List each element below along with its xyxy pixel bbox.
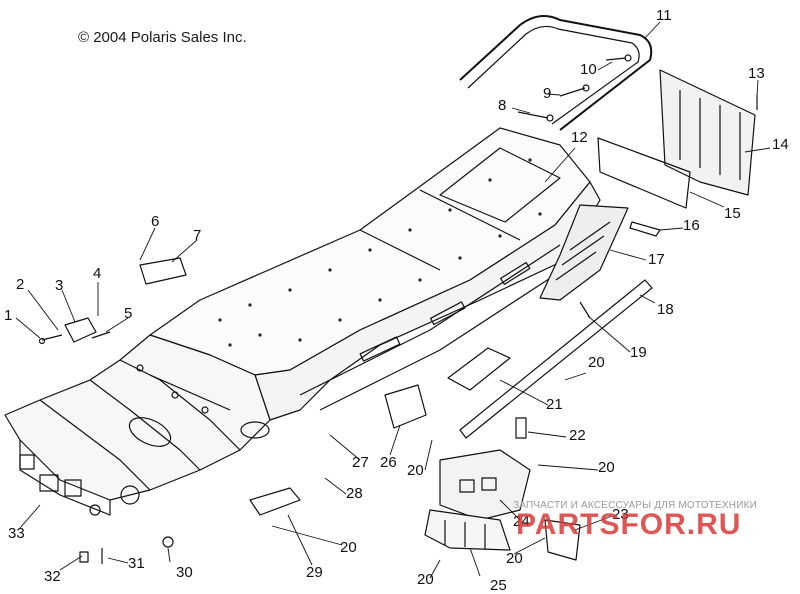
callout-20-a[interactable]: 20 <box>588 354 605 371</box>
mount-26 <box>384 384 427 429</box>
callout-13[interactable]: 13 <box>748 65 765 82</box>
callout-8[interactable]: 8 <box>498 97 507 114</box>
rod-18 <box>459 279 653 439</box>
callout-16[interactable]: 16 <box>683 217 700 234</box>
skid-plate <box>424 509 511 551</box>
callout-14[interactable]: 14 <box>772 136 789 153</box>
front-guard <box>439 449 531 521</box>
leader-lines <box>15 21 771 579</box>
pin-19 <box>579 301 591 319</box>
callout-7[interactable]: 7 <box>193 227 202 244</box>
callout-15[interactable]: 15 <box>724 205 741 222</box>
bracket-7 <box>139 257 187 285</box>
watermark-caption: ЗАПЧАСТИ И АКСЕССУАРЫ ДЛЯ МОТОТЕХНИКИ <box>513 500 758 511</box>
callout-22[interactable]: 22 <box>569 427 586 444</box>
copyright-text: © 2004 Polaris Sales Inc. <box>78 29 247 46</box>
bolt-8 <box>517 111 549 119</box>
callout-30[interactable]: 30 <box>176 564 193 581</box>
callout-20-c[interactable]: 20 <box>407 462 424 479</box>
callout-1[interactable]: 1 <box>4 307 13 324</box>
bracket-16 <box>629 221 661 237</box>
callout-5[interactable]: 5 <box>124 305 133 322</box>
callout-20-f[interactable]: 20 <box>340 539 357 556</box>
callout-4[interactable]: 4 <box>93 265 102 282</box>
bracket-21 <box>447 347 511 391</box>
flap-plate <box>597 137 691 209</box>
callout-21[interactable]: 21 <box>546 396 563 413</box>
callout-33[interactable]: 33 <box>8 525 25 542</box>
callout-31[interactable]: 31 <box>128 555 145 572</box>
callout-27[interactable]: 27 <box>352 454 369 471</box>
plate-29 <box>249 487 301 516</box>
bolt-10 <box>605 57 627 61</box>
watermark-logo: PARTSFOR.RU <box>516 508 742 541</box>
bolt-9 <box>559 87 586 97</box>
callout-23[interactable]: 23 <box>612 506 629 523</box>
callout-11[interactable]: 11 <box>656 7 672 24</box>
callout-29[interactable]: 29 <box>306 564 323 581</box>
callout-25[interactable]: 25 <box>490 577 507 594</box>
callout-2[interactable]: 2 <box>16 276 25 293</box>
callout-32[interactable]: 32 <box>44 568 61 585</box>
callout-9[interactable]: 9 <box>543 85 552 102</box>
rear-bumper-hoop <box>459 15 653 131</box>
callout-20-d[interactable]: 20 <box>506 550 523 567</box>
callout-6[interactable]: 6 <box>151 213 160 230</box>
callout-3[interactable]: 3 <box>55 277 64 294</box>
snow-flap <box>659 69 756 196</box>
tunnel-panel <box>439 147 561 223</box>
bracket-3 <box>64 317 97 343</box>
callout-10[interactable]: 10 <box>580 61 597 78</box>
callout-20-b[interactable]: 20 <box>598 459 615 476</box>
callout-17[interactable]: 17 <box>648 251 665 268</box>
callout-19[interactable]: 19 <box>630 344 647 361</box>
plate-23 <box>544 519 581 561</box>
callout-20-e[interactable]: 20 <box>417 571 434 588</box>
nut-30 <box>162 536 174 548</box>
callout-18[interactable]: 18 <box>657 301 674 318</box>
clip-22 <box>515 417 527 439</box>
callout-26[interactable]: 26 <box>380 454 397 471</box>
callout-12[interactable]: 12 <box>571 129 588 146</box>
callout-28[interactable]: 28 <box>346 485 363 502</box>
callout-24[interactable]: 24 <box>513 513 530 530</box>
rivets <box>218 158 542 347</box>
